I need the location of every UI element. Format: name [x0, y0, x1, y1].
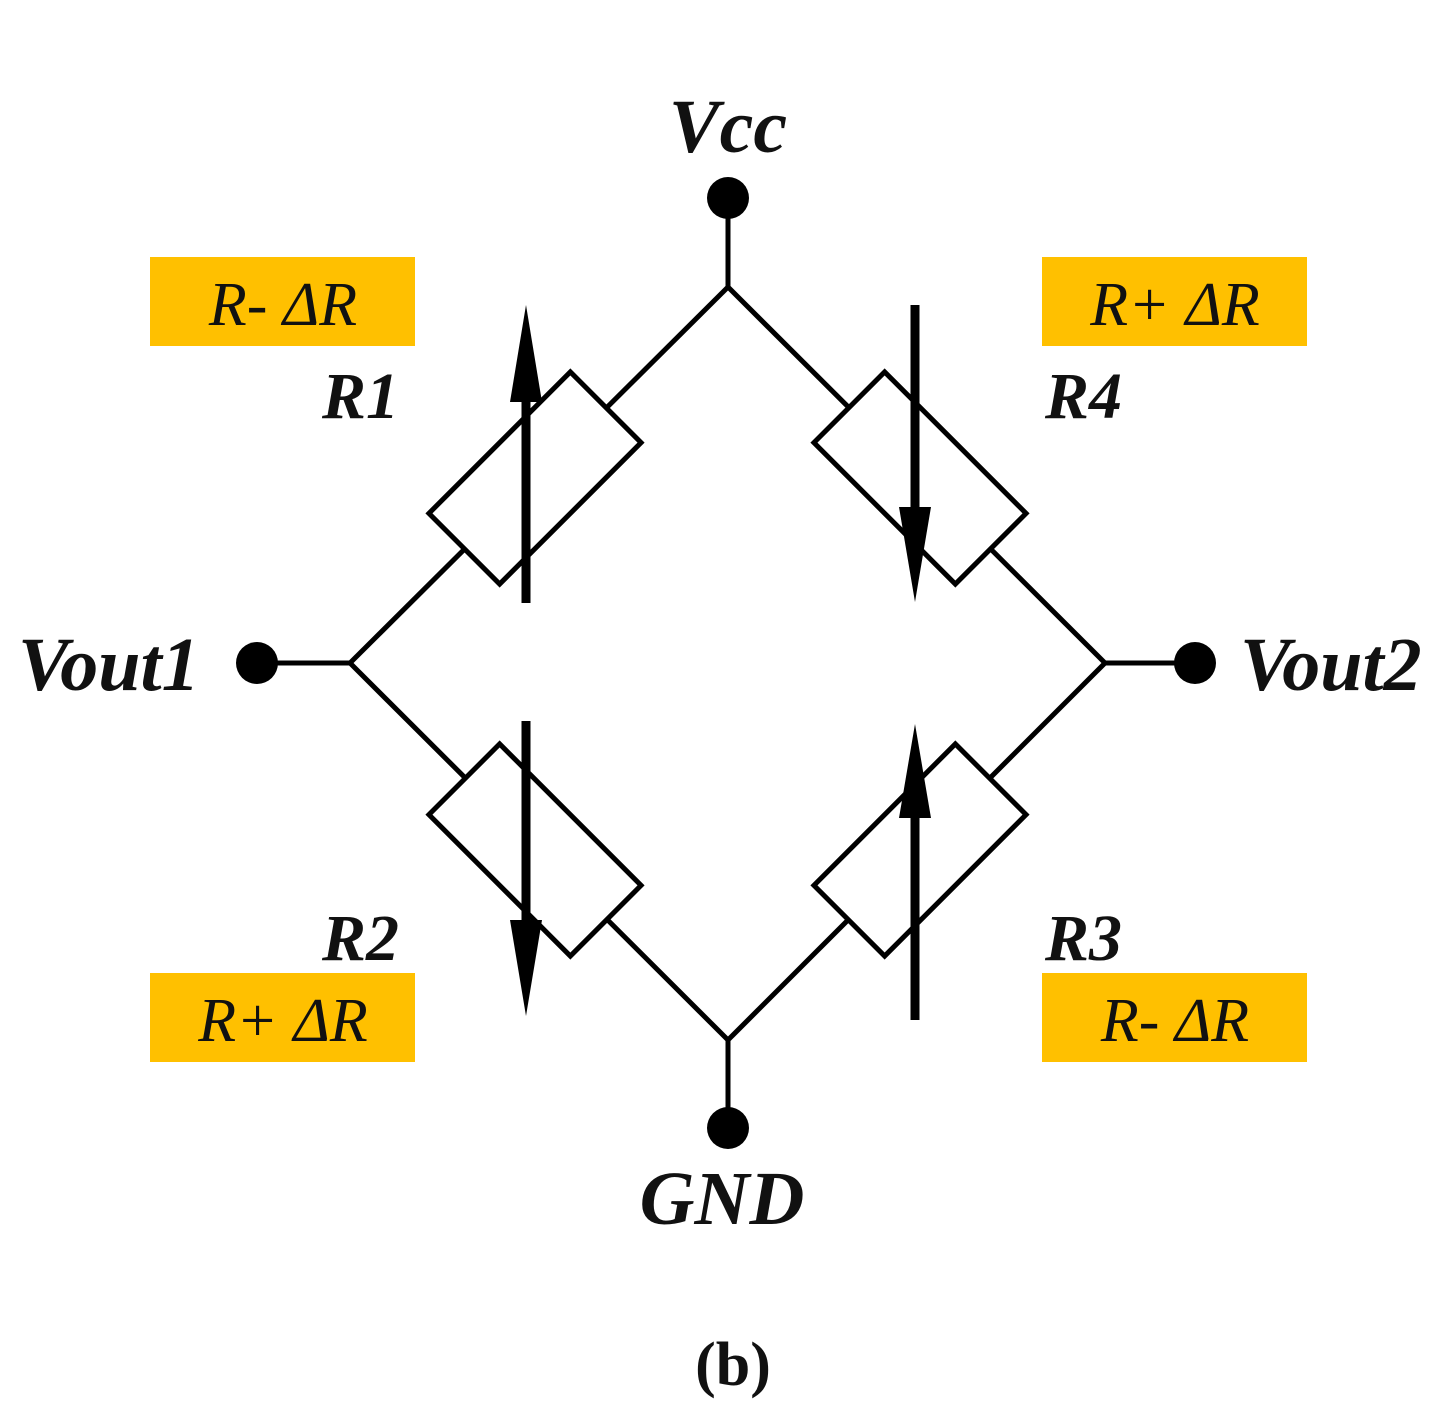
- r1-name-label: R1: [321, 360, 399, 433]
- figure-caption: (b): [695, 1331, 771, 1399]
- r4-name-label: R4: [1044, 360, 1122, 433]
- r2-value-text: R+ ΔR: [197, 987, 367, 1055]
- vout1-terminal-dot: [236, 642, 278, 684]
- r2-value-box: [150, 973, 415, 1062]
- r3-body: [810, 740, 1030, 960]
- vout2-label: Vout2: [1240, 623, 1422, 707]
- gnd-label: GND: [640, 1157, 805, 1241]
- r4-body: [810, 368, 1030, 588]
- r4-value-text: R+ ΔR: [1089, 271, 1259, 339]
- r3-name-label: R3: [1044, 902, 1122, 975]
- r4-arrow-down-icon: [899, 507, 931, 602]
- r3-arrow-up-icon: [899, 724, 931, 818]
- vout1-label: Vout1: [18, 623, 200, 707]
- r4-value-badge: R+ ΔR: [1042, 257, 1307, 346]
- vout2-terminal-dot: [1174, 642, 1216, 684]
- r2-arrow-down-icon: [510, 920, 542, 1016]
- r3-value-text: R- ΔR: [1100, 987, 1249, 1055]
- r3-value-badge: R- ΔR: [1042, 973, 1307, 1062]
- r1-body: [425, 368, 645, 588]
- vcc-label: Vcc: [669, 85, 787, 169]
- r2-name-label: R2: [321, 902, 399, 975]
- resistor-r2: [425, 721, 645, 1016]
- r1-value-badge: R- ΔR: [150, 257, 415, 346]
- vcc-terminal-dot: [707, 177, 749, 219]
- r1-value-box: [150, 257, 415, 346]
- r2-body: [425, 740, 645, 960]
- r4-value-box: [1042, 257, 1307, 346]
- resistor-r1: [425, 305, 645, 603]
- r3-value-box: [1042, 973, 1307, 1062]
- resistor-r3: [810, 724, 1030, 1020]
- r1-arrow-up-icon: [510, 305, 542, 402]
- r2-value-badge: R+ ΔR: [150, 973, 415, 1062]
- gnd-terminal-dot: [707, 1107, 749, 1149]
- resistor-r4: [810, 305, 1030, 602]
- r1-value-text: R- ΔR: [208, 271, 357, 339]
